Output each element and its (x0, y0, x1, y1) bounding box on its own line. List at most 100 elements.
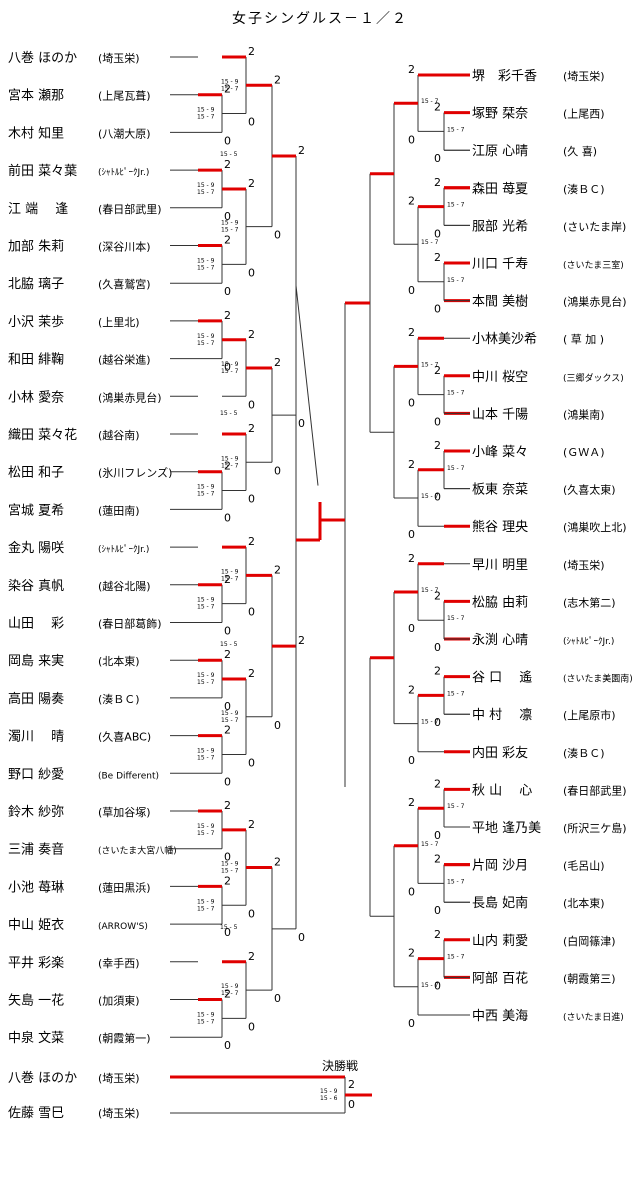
set-score: 15 - 7 (447, 277, 465, 284)
player-name: 松脇 由莉 (472, 595, 528, 610)
match-result: 2 (274, 856, 281, 869)
match-result: 2 (224, 874, 231, 887)
set-score: 15 - 7 (421, 361, 439, 368)
match-result: 2 (248, 818, 255, 831)
player-affiliation: (八潮大原) (98, 126, 151, 140)
match-result: 0 (248, 756, 255, 769)
match-result: 2 (348, 1078, 355, 1091)
match-result: 2 (408, 796, 415, 809)
set-score: 15 - 7 (221, 717, 239, 724)
player-name: 和田 緋鞠 (8, 353, 64, 368)
set-score: 15 - 7 (421, 719, 439, 726)
match-result: 0 (408, 528, 415, 541)
match-result: 2 (224, 648, 231, 661)
match-result: 0 (298, 931, 305, 944)
player-name: 濁川 晴 (8, 729, 64, 745)
match-result: 0 (434, 829, 441, 842)
player-affiliation: (朝霞第一) (98, 1031, 151, 1045)
match-result: 2 (248, 177, 255, 190)
player-name: 中西 美海 (472, 1009, 528, 1024)
match-result: 0 (248, 266, 255, 279)
player-affiliation: (鴻巣南) (563, 407, 605, 421)
player-name: 織田 菜々花 (8, 427, 77, 443)
match-result: 0 (224, 775, 231, 788)
player-affiliation: (ＧＷＡ) (563, 446, 605, 459)
set-score: 15 - 7 (221, 227, 239, 234)
player-name: 江原 心晴 (472, 144, 528, 159)
player-affiliation: (さいたま美園南) (563, 673, 633, 685)
match-result: 2 (274, 563, 281, 576)
match-result: 2 (298, 144, 305, 157)
player-affiliation: (蓮田黒浜) (98, 880, 151, 894)
player-name: 宮城 夏希 (8, 502, 64, 518)
match-result: 0 (298, 417, 305, 430)
set-score: 15 - 7 (421, 841, 439, 848)
player-name: 高田 陽奏 (8, 691, 64, 707)
player-name: 森田 苺夏 (472, 182, 528, 197)
set-score: 15 - 7 (197, 189, 215, 196)
match-result: 0 (348, 1098, 355, 1111)
player-name: 加部 朱莉 (8, 240, 64, 255)
set-score: 15 - 9 (221, 710, 239, 717)
set-score: 15 - 7 (447, 690, 465, 697)
player-affiliation: (上尾西) (563, 108, 605, 121)
player-name: 内田 彩友 (472, 745, 528, 761)
match-result: 2 (434, 665, 441, 678)
set-score: 15 - 5 (220, 641, 238, 648)
match-result: 2 (298, 634, 305, 647)
player-affiliation: (湊ＢＣ) (563, 182, 605, 196)
player-name: 中川 桜空 (472, 370, 528, 385)
match-result: 2 (248, 535, 255, 548)
player-affiliation: (ｼｬﾄﾙﾋﾟｰｸJr.) (98, 544, 149, 555)
player-name: 山本 千陽 (472, 407, 528, 422)
player-affiliation: (ｼｬﾄﾙﾋﾟｰｸJr.) (563, 636, 614, 647)
match-result: 2 (224, 234, 231, 247)
player-name: 松田 和子 (8, 466, 64, 481)
match-result: 0 (224, 285, 231, 298)
match-result: 0 (248, 907, 255, 920)
match-result: 2 (434, 364, 441, 377)
set-score: 15 - 5 (220, 924, 238, 931)
player-name: 川口 千寿 (472, 257, 528, 272)
set-score: 15 - 7 (447, 803, 465, 810)
player-name: 金丸 陽咲 (8, 540, 64, 556)
player-name: 山内 莉愛 (472, 933, 528, 949)
match-result: 0 (224, 926, 231, 939)
player-name: 中 村 凛 (472, 707, 532, 723)
player-name: 熊谷 理央 (472, 519, 528, 535)
player-name: 本間 美樹 (472, 295, 528, 310)
player-affiliation: (幸手西) (98, 956, 140, 970)
match-result: 0 (434, 979, 441, 992)
set-score: 15 - 7 (447, 615, 465, 622)
player-name: 矢島 一花 (8, 993, 64, 1009)
player-affiliation: (春日部葛飾) (98, 617, 162, 631)
player-name: 阿部 百花 (472, 970, 528, 986)
player-name: 平地 逢乃美 (472, 821, 541, 836)
player-affiliation: (埼玉栄) (98, 51, 140, 65)
player-name: 野口 紗愛 (8, 767, 64, 782)
match-result: 2 (224, 460, 231, 473)
player-affiliation: (越谷南) (98, 428, 140, 442)
set-score: 15 - 7 (421, 493, 439, 500)
player-name: 小池 苺琳 (8, 880, 64, 895)
match-result: 2 (248, 45, 255, 58)
match-result: 2 (434, 589, 441, 602)
player-name: 宮本 瀬那 (8, 88, 64, 104)
player-name: 北脇 璃子 (8, 277, 64, 292)
match-result: 2 (408, 195, 415, 208)
player-name: 鈴木 紗弥 (8, 804, 64, 820)
player-name: 片岡 沙月 (472, 859, 528, 874)
player-affiliation: (鴻巣赤見台) (563, 295, 627, 309)
set-score: 15 - 7 (197, 491, 215, 498)
match-result: 2 (224, 158, 231, 171)
match-result: 0 (434, 716, 441, 729)
match-result: 2 (408, 458, 415, 471)
player-affiliation: (蓮田南) (98, 503, 140, 517)
player-affiliation: (埼玉栄) (98, 1106, 140, 1120)
set-score: 15 - 7 (447, 390, 465, 397)
player-name: 堺 彩千香 (472, 69, 537, 84)
player-affiliation: (久喜鷲宮) (98, 277, 151, 291)
player-affiliation: (越谷北陽) (98, 579, 151, 593)
player-affiliation: (埼玉栄) (98, 1071, 140, 1085)
player-name: 山田 彩 (8, 617, 64, 632)
